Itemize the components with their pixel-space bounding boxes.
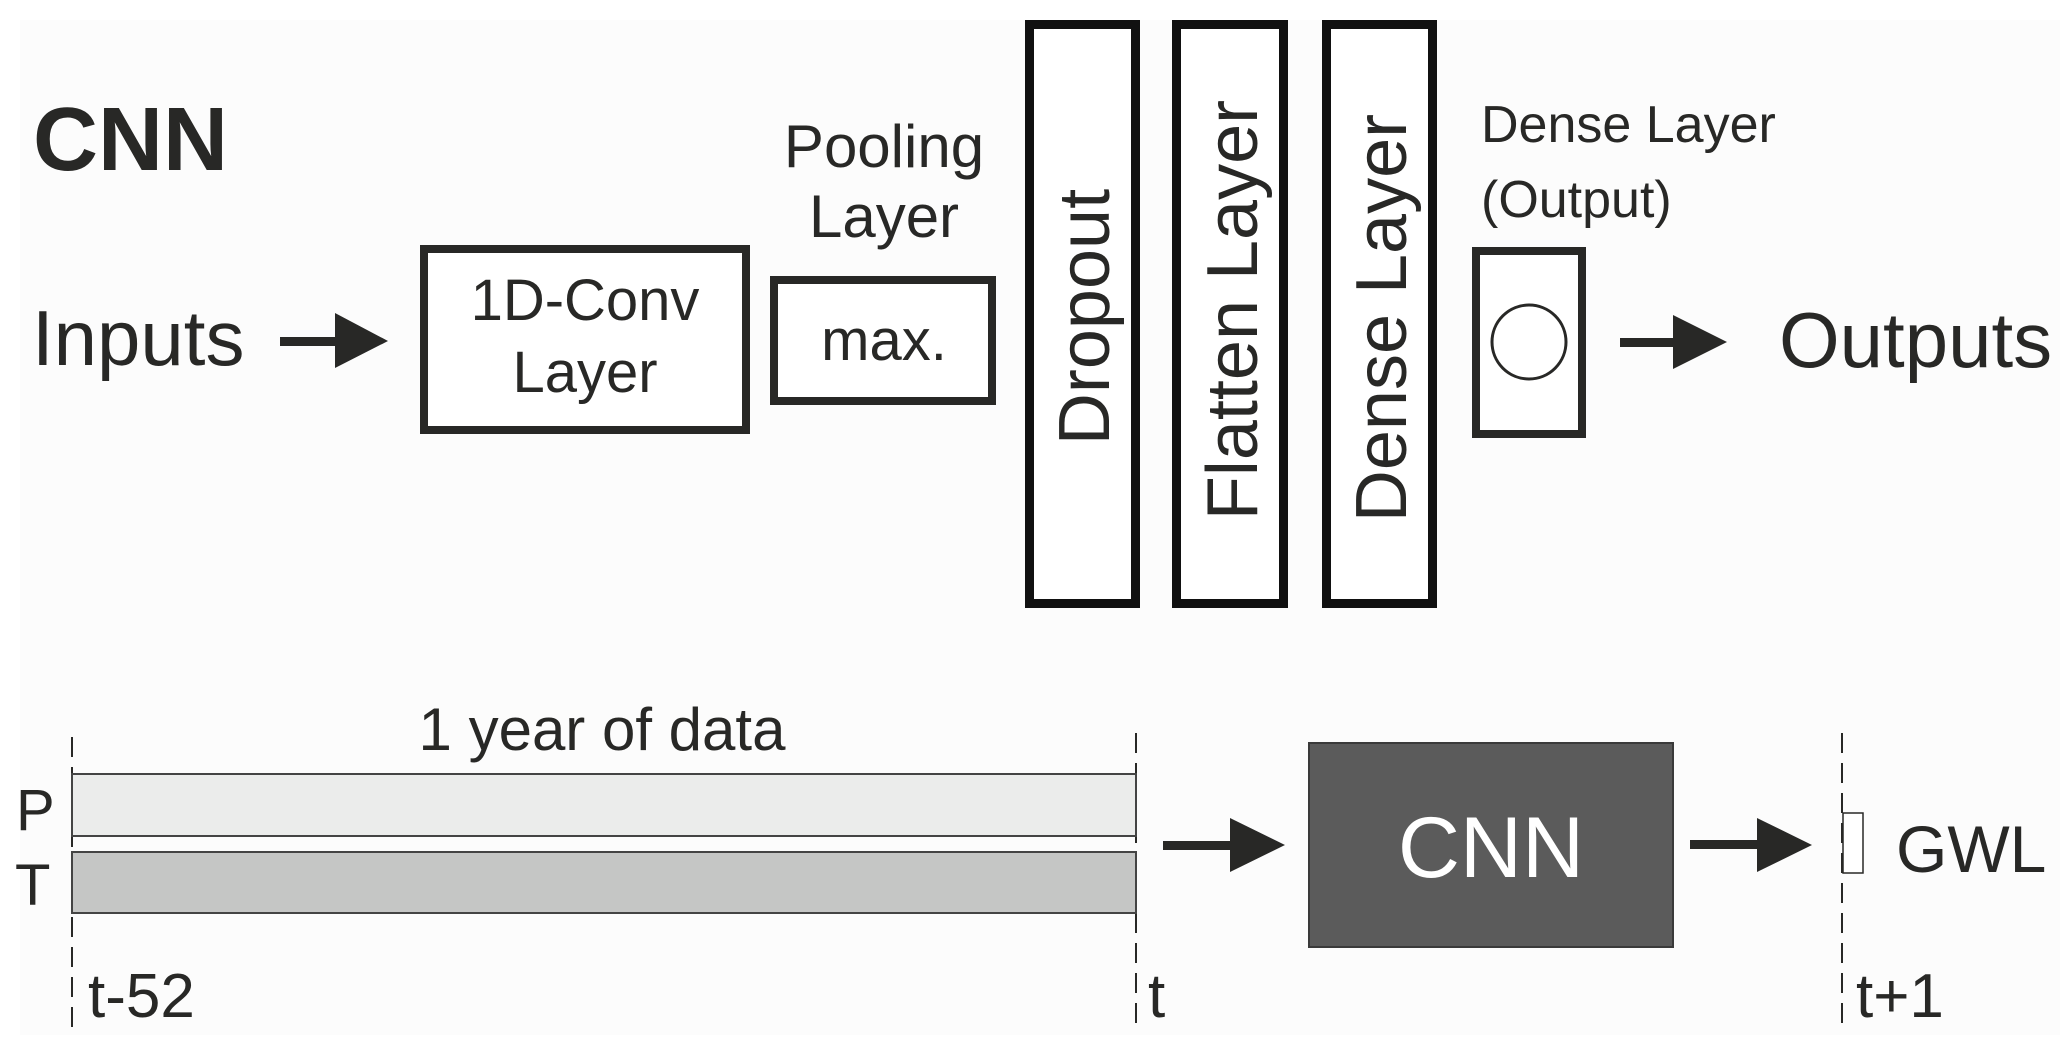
conv-layer-box: 1D-Conv Layer [420,245,750,434]
tick-label-start: t-52 [88,962,195,1031]
pooling-layer-caption-line2: Layer [809,183,959,250]
pooling-layer-caption-line1: Pooling [784,113,984,180]
output-layer-caption-line2: (Output) [1481,171,1672,229]
cnn-model-label: CNN [1398,800,1584,896]
window-label: 1 year of data [419,696,787,763]
dense-label: Dense Layer [1342,114,1422,522]
arrow-right-icon [1163,818,1285,872]
cnn-model-box: CNN [1308,742,1674,948]
diagram-title: CNN [33,90,228,190]
neuron-circle-icon [1490,303,1568,381]
conv-layer-label-line2: Layer [512,340,657,405]
arrow-right-icon [1620,315,1727,369]
flatten-label: Flatten Layer [1193,100,1273,520]
arrow-right-icon [280,313,388,368]
series-bar-p [71,773,1137,837]
dropout-label: Dropout [1045,189,1125,445]
tick-label-current: t [1148,962,1165,1031]
dense-layer-box: Dense Layer [1322,20,1437,608]
series-label-t: T [15,853,50,918]
inputs-label: Inputs [32,294,244,382]
output-layer-box [1472,247,1586,438]
tick-label-next: t+1 [1856,962,1944,1031]
series-label-p: P [16,778,55,843]
outputs-label: Outputs [1779,296,2052,384]
target-label: GWL [1896,812,2046,886]
dropout-layer-box: Dropout [1025,20,1140,608]
series-bar-t [71,851,1137,914]
flatten-layer-box: Flatten Layer [1172,20,1288,608]
gwl-target-bar [1842,812,1864,874]
pooling-layer-box: max. [770,276,996,405]
output-layer-caption-line1: Dense Layer [1481,96,1776,154]
pooling-method-label: max. [821,308,947,373]
conv-layer-label-line1: 1D-Conv [471,268,700,333]
arrow-right-icon [1690,818,1812,872]
